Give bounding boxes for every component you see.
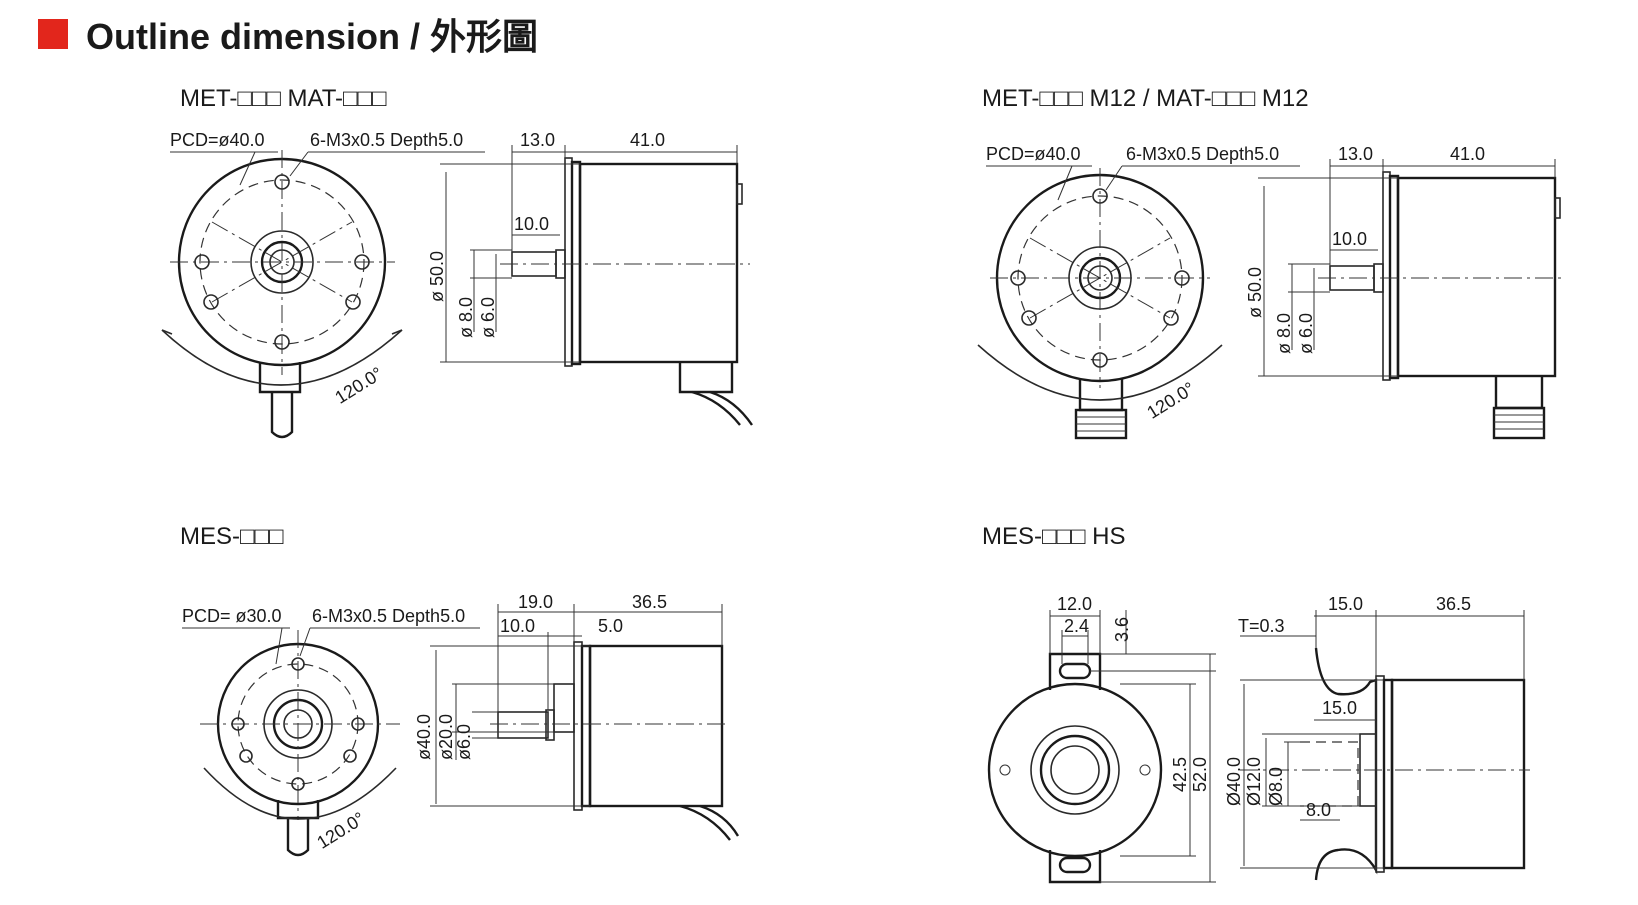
side-view	[430, 604, 740, 841]
front-view	[161, 150, 485, 439]
dim-10: 10.0	[1332, 229, 1367, 249]
dim-10: 10.0	[500, 616, 535, 636]
dim-41: 41.0	[1450, 144, 1485, 164]
dim-3-6: 3.6	[1112, 617, 1132, 642]
model-label: MET-□□□ MAT-□□□	[180, 85, 387, 112]
dim-13: 13.0	[520, 130, 555, 150]
side-view	[1240, 610, 1530, 881]
dim-8-dia: Ø8.0	[1266, 767, 1286, 806]
holes-label: 6-M3x0.5 Depth5.0	[312, 606, 465, 626]
dim-8: 8.0	[1306, 800, 1331, 820]
dim-t: T=0.3	[1238, 616, 1285, 636]
dim-8: ø 8.0	[1274, 313, 1294, 354]
drawing-mes-hs: MES-□□□ HS 12.0	[982, 523, 1530, 884]
drawing-met-mat-m12: MET-□□□ M12 / MAT-□□□ M12	[977, 85, 1565, 440]
pcd-label: PCD=ø40.0	[986, 144, 1081, 164]
dim-20: ø20.0	[436, 714, 456, 760]
dim-36-5: 36.5	[1436, 594, 1471, 614]
drawing-mes: MES-□□□ PCD= ø30.0 6-M3x0.5 Depth5.0	[180, 523, 740, 857]
dim-52: 52.0	[1190, 757, 1210, 792]
dim-42-5: 42.5	[1170, 757, 1190, 792]
front-view	[182, 627, 480, 857]
page-title: Outline dimension / 外形圖	[86, 16, 539, 57]
dim-8: ø 8.0	[456, 297, 476, 338]
angle-label: 120.0°	[313, 808, 368, 853]
section-header: Outline dimension / 外形圖	[38, 12, 538, 57]
dim-41: 41.0	[630, 130, 665, 150]
dim-12-dia: Ø12.0	[1244, 757, 1264, 806]
model-label: MES-□□□	[180, 523, 284, 550]
dim-50: ø 50.0	[1245, 267, 1265, 318]
red-square-icon	[38, 19, 68, 49]
angle-label: 120.0°	[331, 363, 386, 408]
dim-40: ø40.0	[414, 714, 434, 760]
front-view	[977, 165, 1300, 440]
holes-label: 6-M3x0.5 Depth5.0	[1126, 144, 1279, 164]
dim-15-inner: 15.0	[1322, 698, 1357, 718]
dim-5: 5.0	[598, 616, 623, 636]
dim-40-dia: Ø40.0	[1224, 757, 1244, 806]
dim-50: ø 50.0	[427, 251, 447, 302]
angle-label: 120.0°	[1143, 378, 1198, 423]
side-view	[440, 145, 753, 426]
dim-36-5: 36.5	[632, 592, 667, 612]
dim-15-top: 15.0	[1328, 594, 1363, 614]
dim-6: ø 6.0	[478, 297, 498, 338]
dim-2-4: 2.4	[1064, 616, 1089, 636]
front-view	[987, 610, 1216, 884]
model-label: MES-□□□ HS	[982, 523, 1126, 550]
pcd-label: PCD=ø40.0	[170, 130, 265, 150]
drawing-met-mat: MET-□□□ MAT-□□□	[161, 85, 753, 439]
dim-12: 12.0	[1057, 594, 1092, 614]
dim-19: 19.0	[518, 592, 553, 612]
dim-6: ø6.0	[454, 724, 474, 760]
dim-6: ø 6.0	[1296, 313, 1316, 354]
pcd-label: PCD= ø30.0	[182, 606, 282, 626]
holes-label: 6-M3x0.5 Depth5.0	[310, 130, 463, 150]
dim-10: 10.0	[514, 214, 549, 234]
dim-13: 13.0	[1338, 144, 1373, 164]
side-view	[1258, 159, 1565, 440]
model-label: MET-□□□ M12 / MAT-□□□ M12	[982, 85, 1309, 112]
